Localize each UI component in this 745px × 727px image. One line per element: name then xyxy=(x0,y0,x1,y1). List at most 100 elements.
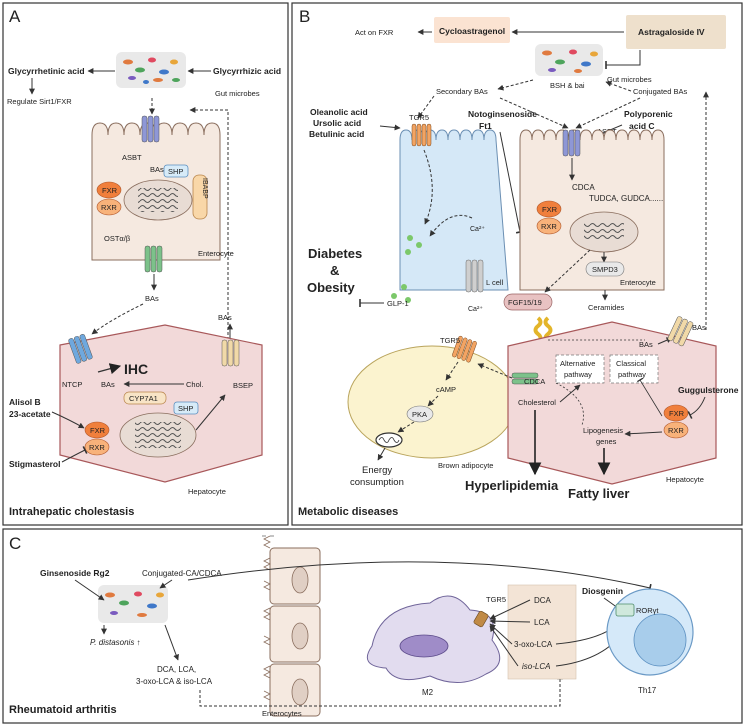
gut-microbes-b-box xyxy=(535,44,603,76)
conjugated-to-microbes-arrow xyxy=(605,81,632,92)
enterocyte-b-cell xyxy=(519,129,665,291)
bsep-transporter xyxy=(221,339,240,367)
fxr-to-lipogenesis-arrow xyxy=(624,430,663,437)
shp-box xyxy=(163,164,189,178)
ursolic-acid-label: Ursolic acid xyxy=(313,118,361,128)
panel-b-letter: B xyxy=(299,7,310,26)
bacteria-c-icon xyxy=(105,591,164,617)
fxr-b-label: FXR xyxy=(542,205,558,214)
ibabp-box xyxy=(192,174,208,220)
glycyrrhetinic-acid-label: Glycyrrhetinic acid xyxy=(8,66,85,76)
triterpenes-to-tgr5-arrow xyxy=(379,124,401,131)
genes-label: genes xyxy=(596,437,617,446)
bas-hepatocyte-label: BAs xyxy=(101,380,115,389)
notoginsenoside-label: Notoginsenoside xyxy=(468,109,537,119)
stigmasterol-inhibit xyxy=(61,446,88,463)
fxr-hep-b-label: FXR xyxy=(669,409,685,418)
gut-microbes-c-box xyxy=(98,585,168,623)
bas-hep-b-label: BAs xyxy=(639,340,653,349)
l-cell xyxy=(399,129,509,291)
panel-c-title: Rheumatoid arthritis xyxy=(9,704,117,716)
gut-microbes-b-label: Gut microbes xyxy=(607,75,652,84)
th17-nucleus xyxy=(633,613,687,667)
l-cell-label: L cell xyxy=(486,278,504,287)
guggulsterone-inhibit xyxy=(687,396,706,419)
ft1-label: Ft1 xyxy=(479,121,492,131)
pka-label: PKA xyxy=(412,410,427,419)
astragaloside-label: Astragaloside IV xyxy=(638,27,705,37)
fatty-liver-label: Fatty liver xyxy=(568,486,629,501)
iso-lca-label: iso-LCA xyxy=(522,662,550,671)
fxr-hepatocyte-label: FXR xyxy=(90,426,106,435)
bas-bile-label: BAs xyxy=(218,313,232,322)
hepatocyte-label: Hepatocyte xyxy=(188,487,226,496)
polyporenic-label: Polyporenic xyxy=(624,109,673,119)
portal-to-ntcp-arrow xyxy=(91,303,144,335)
tgr5-m2-receptor xyxy=(473,610,489,628)
panel-c-letter: C xyxy=(9,534,21,553)
alternative-pathway-label: pathway xyxy=(564,370,592,379)
asbt-label: ASBT xyxy=(122,153,142,162)
cholesterol-label: Cholesterol xyxy=(518,398,556,407)
shp-label: SHP xyxy=(168,167,183,176)
rxr-enterocyte xyxy=(96,198,122,216)
ntcp-transporter xyxy=(68,334,93,364)
conjugated-bas-label: Conjugated BAs xyxy=(633,87,687,96)
fxr-enterocyte xyxy=(96,181,122,199)
tgr5-lcell-label: TGR5 xyxy=(409,113,429,122)
glp1-granules xyxy=(391,235,422,303)
products-line1: DCA, LCA, xyxy=(157,665,196,674)
bas-enterocyte-label: BAs xyxy=(150,165,164,174)
enterocytes-column xyxy=(262,535,321,717)
ampersand-label: & xyxy=(330,263,339,278)
panel-c: C Ginsenoside Rg2 Conjugated-CA/CDCA P. … xyxy=(2,528,743,724)
obesity-label: Obesity xyxy=(307,280,355,295)
products-to-box-arrow xyxy=(199,673,563,707)
ca-lcell-label: Ca²⁺ xyxy=(470,226,485,233)
rxr-hep-b xyxy=(663,421,689,439)
smpd3-box xyxy=(585,261,625,277)
consumption-label: consumption xyxy=(350,477,404,488)
gut-microbes-label: Gut microbes xyxy=(215,89,260,98)
bacteria-icon xyxy=(123,57,180,84)
rxr-b xyxy=(536,217,562,235)
cdca-to-tgr5-arrow xyxy=(477,363,513,379)
shp-hepatocyte-box xyxy=(173,401,199,415)
secondary-to-tgr5-arrow xyxy=(417,95,435,119)
nucleus-to-fgf-arrow xyxy=(544,249,591,293)
classical-pathway-label: pathway xyxy=(618,370,646,379)
tgr5-signal-arrow xyxy=(423,149,433,225)
pka-box xyxy=(406,405,434,423)
dca-label: DCA xyxy=(534,596,552,605)
secondary-to-asbt-arrow xyxy=(499,97,569,129)
oxo-lca-label: 3-oxo-LCA xyxy=(514,640,553,649)
cdca-hepatocyte-label: CDCA xyxy=(524,377,545,386)
fxr-hepatocyte xyxy=(84,421,110,439)
glycyrrhizic-acid-label: Glycyrrhizic acid xyxy=(213,66,281,76)
rxr-hepatocyte-label: RXR xyxy=(89,443,105,452)
bile-return-arrow xyxy=(189,107,229,400)
lca-label: LCA xyxy=(534,618,550,627)
fxr-b xyxy=(536,200,562,218)
shp-hepatocyte-label: SHP xyxy=(178,404,193,413)
alisol-label-2: 23-acetate xyxy=(9,409,51,419)
m2-nucleus xyxy=(399,634,449,658)
m2-label: M2 xyxy=(422,688,434,697)
fxr-inhibit-classical xyxy=(636,377,663,417)
alternative-pathway-box xyxy=(555,354,605,384)
astragaloside-inhibit-microbes xyxy=(605,50,641,69)
p-distasonis-label: P. distasonis ↑ xyxy=(90,638,141,647)
conjugated-to-microbes-arrow xyxy=(159,579,173,589)
conjugated-ca-label: Conjugated-CA/CDCA xyxy=(142,569,222,578)
rxr-enterocyte-label: RXR xyxy=(101,203,117,212)
rxr-b-label: RXR xyxy=(541,222,557,231)
diabetes-label: Diabetes xyxy=(308,246,362,261)
asbt-transporter xyxy=(141,115,160,143)
secondary-bas-label: Secondary BAs xyxy=(436,87,488,96)
ca-outside-label: Ca²⁺ xyxy=(468,306,483,313)
oleanolic-acid-label: Oleanolic acid xyxy=(310,107,368,117)
enterocytes-label: Enterocytes xyxy=(262,709,302,718)
mitochondrion-icon xyxy=(375,432,403,448)
ginsenoside-label: Ginsenoside Rg2 xyxy=(40,568,110,578)
act-on-fxr-label: Act on FXR xyxy=(355,28,394,37)
